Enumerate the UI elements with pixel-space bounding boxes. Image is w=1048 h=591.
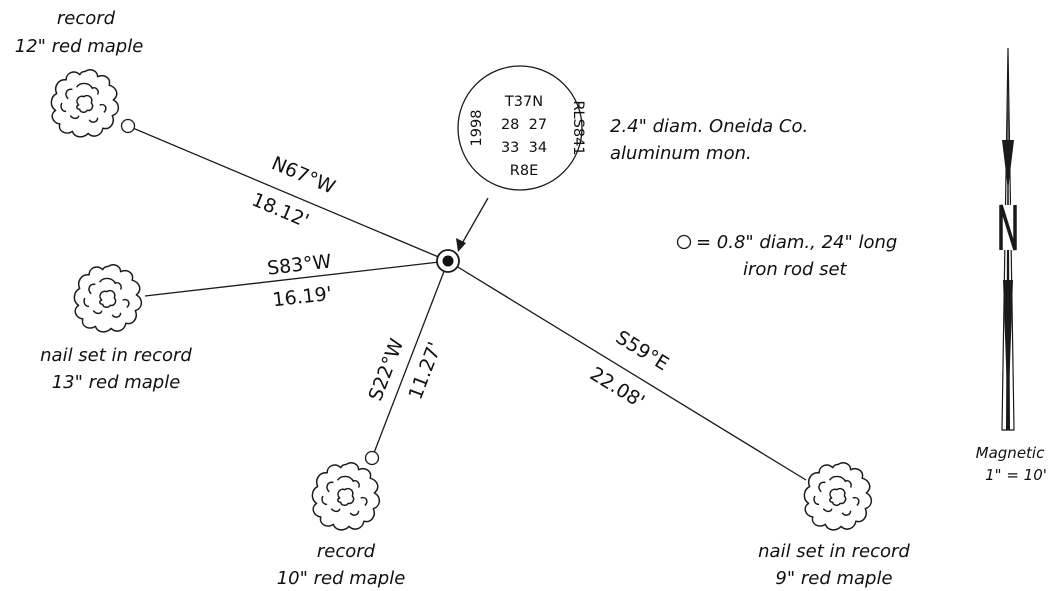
cap-surveyor: RLS841 — [570, 100, 586, 155]
iron-rod-legend-symbol — [676, 234, 692, 250]
monument-description-line1: 2.4" diam. Oneida Co. — [610, 116, 808, 137]
distance-nw: 18.12' — [249, 189, 312, 232]
tree-w-caption-line1: nail set in record — [40, 345, 192, 366]
bearing-sw: S22°W — [365, 336, 409, 404]
tree-se-caption-line1: nail set in record — [758, 541, 910, 562]
monument-description-line2: aluminum mon. — [610, 143, 752, 164]
iron-rod-sw — [364, 450, 380, 466]
cap-year: 1998 — [469, 110, 485, 147]
tree-se-icon — [803, 462, 873, 531]
leader-arrowhead — [456, 238, 466, 252]
tree-w-icon — [73, 264, 143, 333]
tree-w-caption-line2: 13" red maple — [52, 372, 181, 393]
north-arrow-label: Magnetic — [976, 444, 1045, 462]
tree-nw-caption-line2: 12" red maple — [15, 36, 144, 57]
tie-line-w — [144, 260, 449, 297]
tie-line-sw — [371, 260, 449, 459]
distance-sw: 11.27' — [404, 339, 446, 403]
tree-nw-caption-line1: record — [57, 8, 116, 29]
monument-cap-circle — [457, 65, 583, 191]
leader-line — [459, 197, 489, 248]
north-arrow-icon — [999, 47, 1017, 431]
tie-line-nw — [127, 125, 449, 262]
legend-line1: = 0.8" diam., 24" long — [696, 232, 897, 253]
tree-sw-caption-line1: record — [317, 541, 376, 562]
monument-point-inner — [442, 255, 454, 267]
tree-se-caption-line2: 9" red maple — [775, 568, 892, 589]
legend-line2: iron rod set — [743, 259, 848, 280]
cap-township: T37N — [504, 94, 543, 110]
distance-w: 16.19' — [271, 283, 333, 312]
tree-sw-icon — [311, 462, 381, 531]
north-arrow-scale: 1" = 10' — [985, 466, 1047, 484]
tree-sw-caption-line2: 10" red maple — [277, 568, 406, 589]
cap-sections-bottom: 33 34 — [501, 140, 547, 156]
cap-range: R8E — [510, 163, 538, 179]
distance-se: 22.08' — [586, 363, 648, 413]
iron-rod-nw — [120, 118, 136, 134]
bearing-nw: N67°W — [268, 152, 338, 198]
cap-sections-top: 28 27 — [501, 117, 547, 133]
tree-nw-icon — [50, 69, 120, 138]
tie-line-se — [447, 260, 807, 481]
bearing-se: S59°E — [612, 326, 673, 375]
